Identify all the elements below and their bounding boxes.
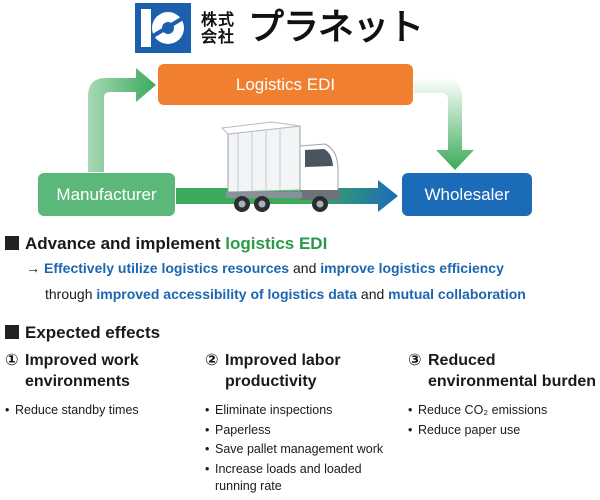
list-item: Increase loads and loaded running rate [205,461,405,496]
list-item: Reduce paper use [408,422,600,440]
square-bullet-icon [5,236,19,250]
list-item: Reduce CO₂ emissions [408,402,600,420]
wholesaler-box: Wholesaler [402,173,532,216]
heading-highlight: logistics EDI [225,234,328,253]
effect-items: Reduce CO₂ emissions Reduce paper use [408,402,600,439]
truck-illustration [220,121,340,212]
arrow-edi-to-wholesaler [414,78,474,170]
square-bullet-icon [5,325,19,339]
logistics-flow-diagram [88,68,474,212]
section-heading-edi: Advance and implement logistics EDI [5,234,327,254]
manufacturer-label: Manufacturer [56,184,157,204]
logo-company-type: 株式会社 [201,12,236,46]
logo-company-name: プラネット [248,6,424,47]
effect-items: Reduce standby times [5,402,195,420]
right-arrow-icon: → [26,260,40,276]
list-item: Reduce standby times [5,402,195,420]
logistics-edi-label: Logistics EDI [235,74,336,94]
edi-benefit-line-1: →Effectively utilize logistics resources… [26,260,504,276]
planet-logo-mark [135,3,191,53]
list-item: Paperless [205,422,405,440]
section-heading-effects: Expected effects [5,323,160,343]
list-item: Save pallet management work [205,441,405,459]
arrow-manufacturer-to-edi [88,68,156,172]
logistics-edi-box: Logistics EDI [158,64,413,105]
effect-items: Eliminate inspections Paperless Save pal… [205,402,405,496]
wholesaler-label: Wholesaler [424,184,510,204]
list-item: Eliminate inspections [205,402,405,420]
edi-benefit-line-2: through improved accessibility of logist… [45,286,526,302]
manufacturer-box: Manufacturer [38,173,175,216]
